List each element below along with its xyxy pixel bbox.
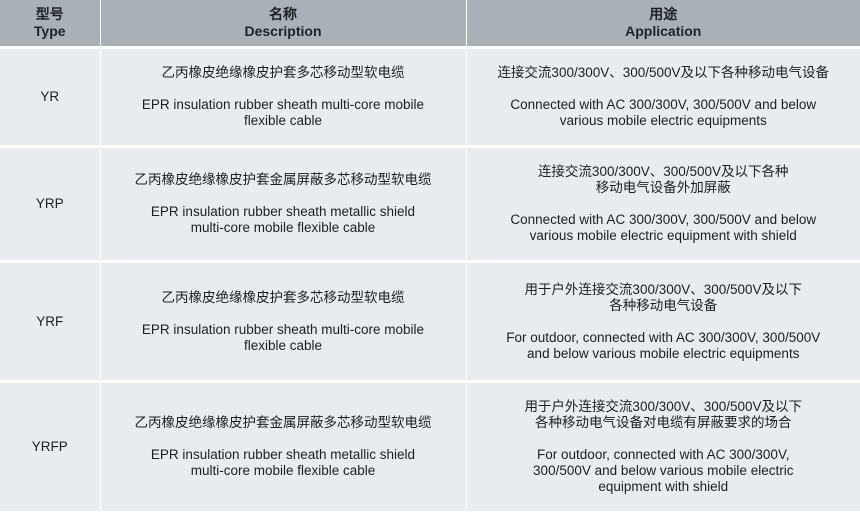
description-zh: 乙丙橡皮绝缘橡皮护套金属屏蔽多芯移动型软电缆 xyxy=(105,172,462,188)
type-cell: YRF xyxy=(0,262,100,382)
table-row-yr: YR 乙丙橡皮绝缘橡皮护套多芯移动型软电缆 EPR insulation rub… xyxy=(0,48,860,147)
header-application-en: Application xyxy=(467,23,860,40)
table-row-yrf: YRF 乙丙橡皮绝缘橡皮护套多芯移动型软电缆 EPR insulation ru… xyxy=(0,262,860,382)
header-description-en: Description xyxy=(101,23,466,40)
header-type-zh: 型号 xyxy=(0,6,100,23)
application-zh: 用于户外连接交流300/300V、300/500V及以下 各种移动电气设备对电缆… xyxy=(471,399,857,431)
application-en: Connected with AC 300/300V, 300/500V and… xyxy=(471,212,857,244)
table-row-yrp: YRP 乙丙橡皮绝缘橡皮护套金属屏蔽多芯移动型软电缆 EPR insulatio… xyxy=(0,147,860,262)
description-en: EPR insulation rubber sheath metallic sh… xyxy=(105,204,462,236)
header-description: 名称 Description xyxy=(100,0,466,48)
table-body: YR 乙丙橡皮绝缘橡皮护套多芯移动型软电缆 EPR insulation rub… xyxy=(0,48,860,513)
description-cell: 乙丙橡皮绝缘橡皮护套多芯移动型软电缆 EPR insulation rubber… xyxy=(100,262,466,382)
application-cell: 用于户外连接交流300/300V、300/500V及以下 各种移动电气设备对电缆… xyxy=(466,382,860,513)
application-en: For outdoor, connected with AC 300/300V,… xyxy=(471,447,857,495)
description-en: EPR insulation rubber sheath multi-core … xyxy=(105,322,462,354)
application-cell: 连接交流300/300V、300/500V及以下各种 移动电气设备外加屏蔽 Co… xyxy=(466,147,860,262)
application-zh: 连接交流300/300V、300/500V及以下各种 移动电气设备外加屏蔽 xyxy=(471,164,857,196)
application-zh: 连接交流300/300V、300/500V及以下各种移动电气设备 xyxy=(471,65,857,81)
description-zh: 乙丙橡皮绝缘橡皮护套多芯移动型软电缆 xyxy=(105,290,462,306)
description-en: EPR insulation rubber sheath metallic sh… xyxy=(105,447,462,479)
header-type: 型号 Type xyxy=(0,0,100,48)
application-en: Connected with AC 300/300V, 300/500V and… xyxy=(471,97,857,129)
description-cell: 乙丙橡皮绝缘橡皮护套多芯移动型软电缆 EPR insulation rubber… xyxy=(100,48,466,147)
header-application-zh: 用途 xyxy=(467,6,860,23)
description-zh: 乙丙橡皮绝缘橡皮护套金属屏蔽多芯移动型软电缆 xyxy=(105,415,462,431)
description-cell: 乙丙橡皮绝缘橡皮护套金属屏蔽多芯移动型软电缆 EPR insulation ru… xyxy=(100,382,466,513)
header-row: 型号 Type 名称 Description 用途 Application xyxy=(0,0,860,48)
application-en: For outdoor, connected with AC 300/300V,… xyxy=(471,330,857,362)
description-cell: 乙丙橡皮绝缘橡皮护套金属屏蔽多芯移动型软电缆 EPR insulation ru… xyxy=(100,147,466,262)
type-cell: YRP xyxy=(0,147,100,262)
description-en: EPR insulation rubber sheath multi-core … xyxy=(105,97,462,129)
header-description-zh: 名称 xyxy=(101,6,466,23)
table-row-yrfp: YRFP 乙丙橡皮绝缘橡皮护套金属屏蔽多芯移动型软电缆 EPR insulati… xyxy=(0,382,860,513)
application-zh: 用于户外连接交流300/300V、300/500V及以下 各种移动电气设备 xyxy=(471,282,857,314)
type-cell: YR xyxy=(0,48,100,147)
type-cell: YRFP xyxy=(0,382,100,513)
table-header: 型号 Type 名称 Description 用途 Application xyxy=(0,0,860,48)
application-cell: 连接交流300/300V、300/500V及以下各种移动电气设备 Connect… xyxy=(466,48,860,147)
header-application: 用途 Application xyxy=(466,0,860,48)
description-zh: 乙丙橡皮绝缘橡皮护套多芯移动型软电缆 xyxy=(105,65,462,81)
application-cell: 用于户外连接交流300/300V、300/500V及以下 各种移动电气设备 Fo… xyxy=(466,262,860,382)
header-type-en: Type xyxy=(0,23,100,40)
